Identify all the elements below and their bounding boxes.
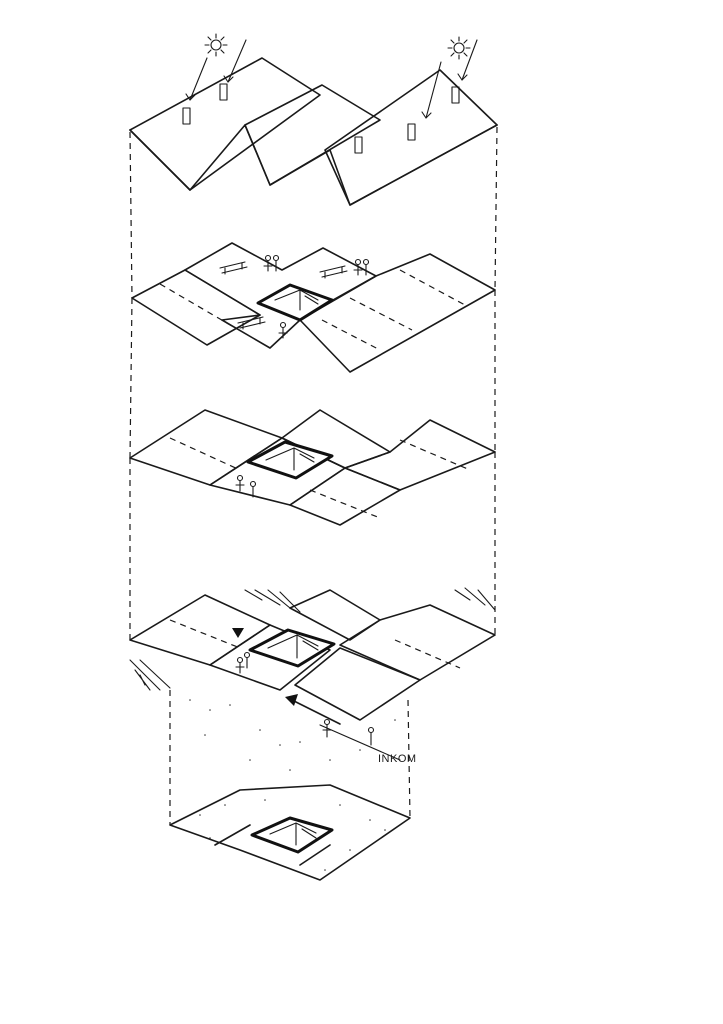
- roof-level: [129, 33, 498, 206]
- floor-slab-open: [209, 624, 331, 691]
- ground-stipple: [189, 699, 396, 771]
- ground-stipple: [199, 799, 386, 871]
- people-icon: [278, 321, 288, 339]
- sunlight-arrow: [461, 39, 478, 81]
- floor-slab-light-right: [299, 253, 496, 373]
- sun-icon: [447, 36, 471, 60]
- ground-floor: INKOM: [129, 587, 496, 771]
- skylight: [219, 83, 228, 101]
- terrain-hatch: [244, 589, 301, 613]
- people-icon: [353, 258, 370, 276]
- floor-slab-light-left: [129, 409, 283, 486]
- people-icon: [235, 474, 257, 498]
- table-icon: [237, 316, 266, 330]
- level-2-floor: [131, 242, 496, 373]
- terrain-hatch: [454, 587, 496, 611]
- entrance-label: INKOM: [378, 753, 417, 765]
- entrance-arrow-icon: [232, 628, 244, 638]
- people-icon: [235, 651, 251, 674]
- floor-slab-light-right: [344, 419, 496, 491]
- terrain-hatch: [129, 659, 171, 691]
- floor-slab-light-top: [289, 589, 381, 641]
- sunlight-arrow: [227, 39, 247, 83]
- sunlight-arrow: [189, 57, 208, 101]
- level-1-floor: [129, 409, 496, 526]
- basement-slab: [169, 784, 411, 881]
- floor-slab-dark-bottom: [289, 467, 401, 526]
- skylight: [182, 107, 191, 125]
- people-icon: [322, 718, 375, 746]
- sunlight-arrow: [425, 61, 442, 119]
- floor-slab-light-bottom: [294, 647, 421, 721]
- skylight: [407, 123, 416, 141]
- stair-elevator-core-icon: [248, 628, 336, 668]
- sun-icon: [204, 33, 228, 57]
- people-icon: [263, 254, 280, 272]
- entrance-path: [319, 724, 401, 761]
- stair-elevator-core-icon: [246, 440, 334, 480]
- stair-elevator-core-icon: [256, 283, 334, 322]
- floor-slab-light-left: [131, 269, 261, 346]
- floor-slab-mid-right: [339, 604, 496, 681]
- basement-floor: [169, 784, 411, 881]
- table-icon: [219, 261, 248, 275]
- entrance-arrow-icon: [285, 694, 341, 725]
- projection-lines: [129, 126, 498, 825]
- stair-elevator-core-icon: [250, 816, 334, 854]
- skylight: [354, 136, 363, 154]
- table-icon: [319, 265, 348, 279]
- skylight: [451, 86, 460, 104]
